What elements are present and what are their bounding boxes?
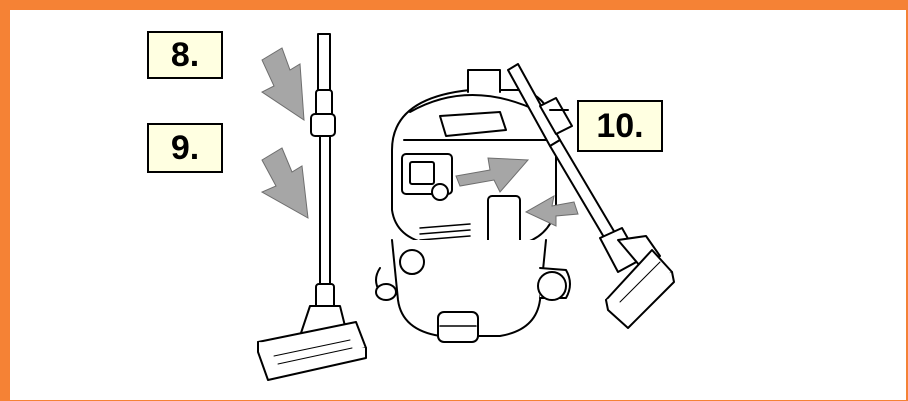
floor-nozzle-left bbox=[258, 306, 366, 380]
arrow-step-8 bbox=[262, 48, 304, 120]
step-8-label: 8. bbox=[147, 31, 223, 79]
vacuum-container bbox=[376, 240, 570, 342]
floor-nozzle-right bbox=[600, 228, 674, 328]
step-10-label: 10. bbox=[577, 100, 663, 152]
suction-tube-left bbox=[311, 34, 335, 308]
step-9-label: 9. bbox=[147, 123, 223, 173]
arrow-step-9 bbox=[262, 148, 308, 218]
